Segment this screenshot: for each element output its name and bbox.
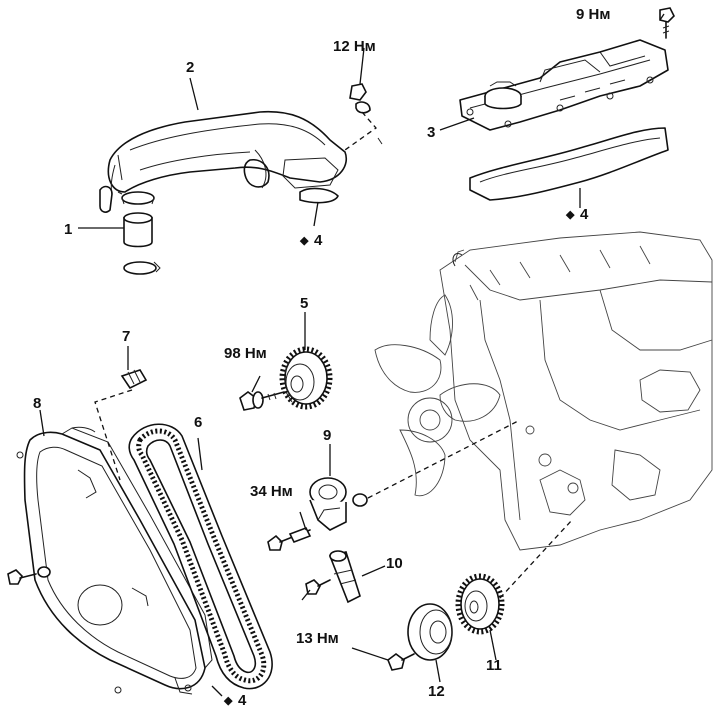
nut-12nm (349, 83, 383, 145)
torque-98nm: 98 Нм (224, 345, 267, 362)
bolt-34nm (267, 526, 312, 551)
intake-gasket-part-4 (299, 187, 339, 204)
label-part-4-intake: 4 (314, 232, 323, 249)
torque-13nm: 13 Нм (296, 630, 339, 647)
bolt-98nm (239, 391, 285, 411)
bolt-9nm (659, 7, 675, 39)
label-part-8: 8 (33, 395, 41, 412)
bolt-crank (387, 653, 415, 671)
torque-9nm: 9 Нм (576, 6, 610, 23)
label-part-11: 11 (486, 657, 502, 674)
label-part-4-cover: 4 (580, 206, 589, 223)
bolt-13nm (305, 579, 331, 595)
label-part-2: 2 (186, 59, 194, 76)
label-part-1: 1 (64, 221, 72, 238)
label-part-12: 12 (428, 683, 445, 700)
diamond-timing: ◆ (223, 695, 233, 707)
dashed-line-tensioner (367, 419, 521, 499)
clip-part-7 (120, 369, 148, 390)
tensioner-part-9 (309, 477, 368, 531)
engine-block (374, 231, 713, 551)
crank-flange-part-12 (407, 603, 453, 661)
torque-34nm: 34 Нм (250, 483, 293, 500)
label-part-4-timing: 4 (238, 692, 247, 709)
timing-belt-part-6 (128, 423, 273, 690)
tensioner-rod-part-10 (328, 550, 361, 604)
idler-gear-part-5 (279, 346, 333, 410)
valve-cover-part-3 (459, 39, 669, 131)
intake-pipe-part-2 (99, 110, 347, 213)
label-part-10: 10 (386, 555, 403, 572)
diamond-intake: ◆ (299, 235, 309, 247)
label-part-3: 3 (427, 124, 435, 141)
torque-12nm: 12 Нм (333, 38, 376, 55)
labels: 1 2 3 ◆ 4 ◆ 4 5 6 7 8 9 10 11 12 ◆ 4 12 … (33, 6, 610, 709)
timing-cover-part-8 (16, 426, 213, 695)
label-part-7: 7 (122, 328, 130, 345)
dashed-line-clip (94, 389, 133, 481)
leader-lines (39, 13, 665, 697)
valve-cover-gasket-part-4 (469, 127, 669, 201)
diamond-cover: ◆ (565, 209, 575, 221)
cover-bolt (7, 566, 51, 585)
dashed-line-intake-stud (344, 111, 377, 151)
label-part-9: 9 (323, 427, 331, 444)
crank-gear-part-11 (455, 573, 505, 635)
hose-part-1 (117, 191, 161, 275)
label-part-6: 6 (194, 414, 202, 431)
label-part-5: 5 (300, 295, 308, 312)
